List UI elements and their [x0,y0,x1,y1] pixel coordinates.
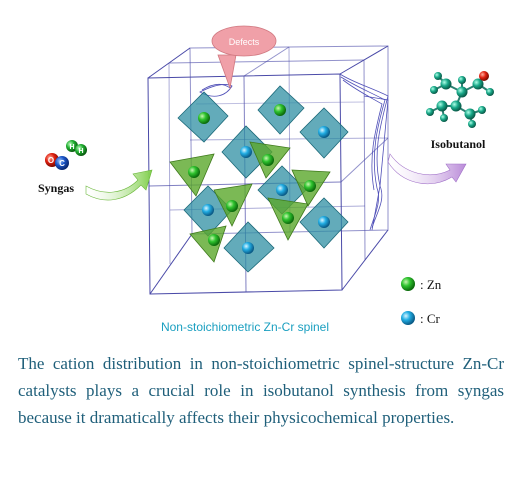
legend: : Zn : Cr [401,277,442,326]
hydrogen-atom [75,144,87,156]
svg-text:H: H [78,148,83,155]
syngas-label: Syngas [38,181,74,195]
zn-atoms [188,104,316,246]
zn-atom [274,104,286,116]
defect-distortion [199,73,389,231]
zn-atom [226,200,238,212]
hydrogen-atom [66,140,78,152]
syngas-arrow [85,169,153,201]
defects-label: Defects [229,37,260,47]
hydroxyl-oxygen-atom [479,71,489,81]
structure-caption: Non-stoichiometric Zn-Cr spinel [161,320,329,334]
defects-callout: Defects [211,25,277,90]
svg-text:H: H [69,144,74,151]
cr-atom [318,126,330,138]
svg-text:O: O [48,156,54,165]
zn-atom [198,112,210,124]
svg-text:C: C [59,159,65,168]
legend-zn-swatch [401,277,415,291]
legend-cr-label: : Cr [420,311,441,326]
cr-atom [202,204,214,216]
zn-atom [304,180,316,192]
syngas-molecule: O C H H [45,140,87,170]
carbon-atom [55,156,69,170]
cr-atoms [202,126,330,254]
zn-atom [188,166,200,178]
cr-atom [276,184,288,196]
cr-atom [318,216,330,228]
zn-atom [282,212,294,224]
zn-tetrahedron [189,225,227,263]
cr-atom [240,146,252,158]
isobutanol-atoms [426,71,494,128]
isobutanol-arrow [387,153,467,185]
legend-zn-label: : Zn [420,277,442,292]
cr-atom [242,242,254,254]
figure-caption: The cation distribution in non-stoichiom… [18,354,504,427]
legend-cr-swatch [401,311,415,325]
isobutanol-label: Isobutanol [431,137,486,151]
zn-atom [208,234,220,246]
spinel-structure-figure: Defects O C H H Syngas [38,25,494,334]
zn-atom [262,154,274,166]
